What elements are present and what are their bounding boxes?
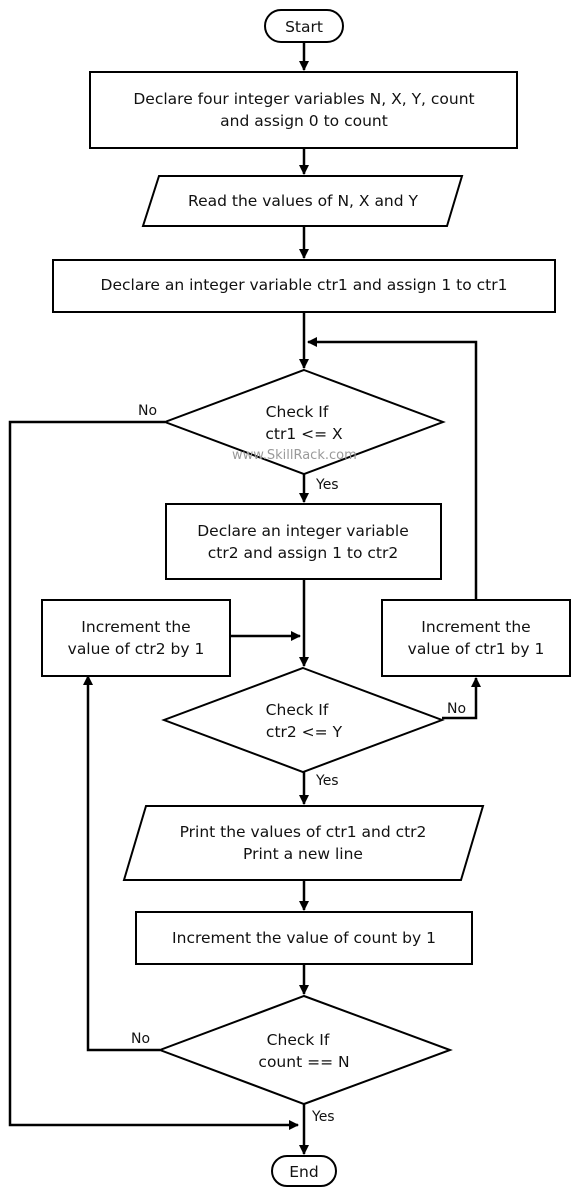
- check-ctr1-decision: Check If ctr1 <= X: [162, 368, 446, 476]
- declare-ctr1-label: Declare an integer variable ctr1 and ass…: [101, 276, 508, 294]
- edge-check3-no: [83, 675, 160, 1052]
- declare-variables-process: Declare four integer variables N, X, Y, …: [89, 71, 518, 149]
- read-values-label: Read the values of N, X and Y: [188, 192, 419, 210]
- start-label: Start: [285, 18, 323, 36]
- check-ctr2-line2: ctr2 <= Y: [266, 723, 343, 741]
- read-values-input: Read the values of N, X and Y: [141, 175, 464, 227]
- declare-ctr2-process: Declare an integer variable ctr2 and ass…: [165, 503, 442, 580]
- increment-ctr1-line1: Increment the: [421, 618, 530, 636]
- print-values-line2: Print a new line: [243, 845, 363, 863]
- declare-variables-line2: and assign 0 to count: [220, 112, 388, 130]
- print-values-line1: Print the values of ctr1 and ctr2: [180, 823, 427, 841]
- increment-ctr2-line2: value of ctr2 by 1: [68, 640, 205, 658]
- declare-ctr2-line1: Declare an integer variable: [197, 522, 409, 540]
- check-count-decision: Check If count == N: [157, 994, 453, 1106]
- edge-label-ctr1-no: No: [138, 403, 157, 419]
- print-values-output: Print the values of ctr1 and ctr2 Print …: [122, 805, 485, 881]
- increment-ctr2-line1: Increment the: [81, 618, 190, 636]
- edge-label-count-no: No: [131, 1031, 150, 1047]
- check-ctr2-decision: Check If ctr2 <= Y: [161, 666, 445, 774]
- end-terminal: End: [271, 1155, 337, 1187]
- declare-variables-line1: Declare four integer variables N, X, Y, …: [133, 90, 474, 108]
- check-ctr2-line1: Check If: [266, 701, 329, 719]
- start-terminal: Start: [264, 9, 344, 43]
- increment-count-process: Increment the value of count by 1: [135, 911, 473, 965]
- check-count-line2: count == N: [258, 1053, 349, 1071]
- edge-inc-ctr1-back: [307, 337, 478, 600]
- declare-ctr2-line2: ctr2 and assign 1 to ctr2: [208, 544, 399, 562]
- increment-ctr1-process: Increment the value of ctr1 by 1: [381, 599, 571, 677]
- declare-ctr1-process: Declare an integer variable ctr1 and ass…: [52, 259, 556, 313]
- edge-label-ctr2-no: No: [447, 701, 466, 717]
- check-ctr1-line2: ctr1 <= X: [265, 425, 343, 443]
- increment-count-label: Increment the value of count by 1: [172, 929, 436, 947]
- watermark: www.SkillRack.com: [232, 448, 357, 463]
- edge-label-ctr1-yes: Yes: [315, 477, 339, 493]
- end-label: End: [289, 1163, 318, 1181]
- increment-ctr2-process: Increment the value of ctr2 by 1: [41, 599, 231, 677]
- connectors: [8, 42, 481, 1155]
- check-count-line1: Check If: [267, 1031, 330, 1049]
- increment-ctr1-line2: value of ctr1 by 1: [408, 640, 545, 658]
- edge-label-count-yes: Yes: [311, 1109, 335, 1125]
- edge-label-ctr2-yes: Yes: [315, 773, 339, 789]
- check-ctr1-line1: Check If: [266, 403, 329, 421]
- edge-check2-no: [442, 677, 481, 720]
- edge-check1-no: [8, 420, 299, 1130]
